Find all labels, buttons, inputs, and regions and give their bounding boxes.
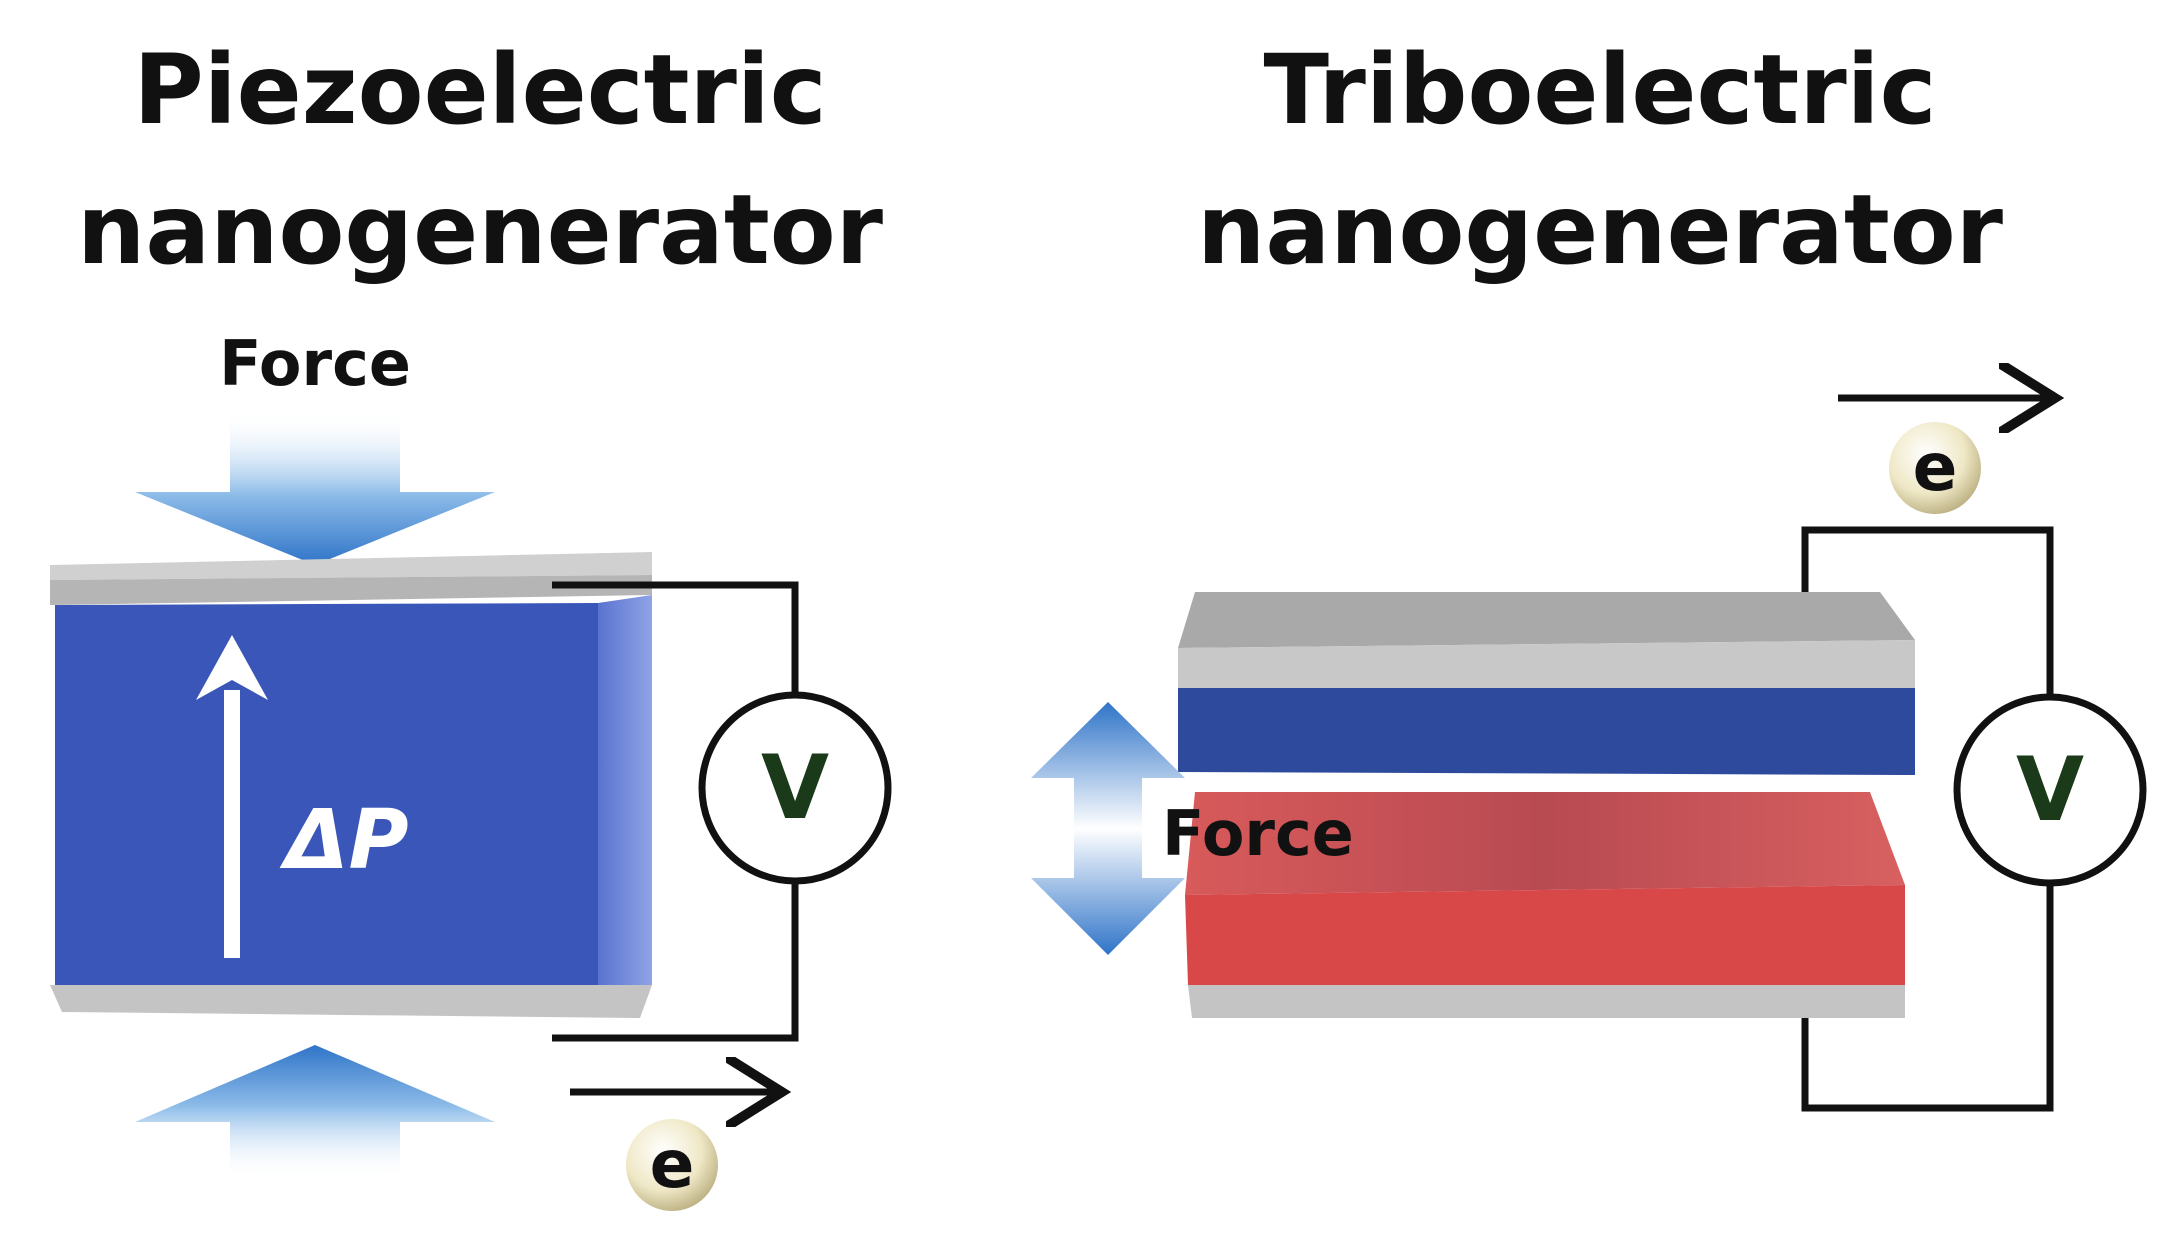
piezo-force-arrow-down bbox=[135, 410, 495, 565]
piezo-body-side bbox=[598, 595, 652, 985]
tribo-title-line2: nanogenerator bbox=[1196, 174, 2003, 286]
tribo-top-electrode-top bbox=[1178, 592, 1915, 648]
tribo-force-double-arrow bbox=[1031, 702, 1185, 955]
piezo-wire bbox=[552, 581, 799, 695]
piezo-force-label: Force bbox=[219, 327, 411, 400]
tribo-title: Triboelectric nanogenerator bbox=[1160, 20, 2040, 300]
piezo-bottom-electrode bbox=[50, 985, 652, 1018]
tribo-top-layer bbox=[1178, 688, 1915, 775]
piezo-body bbox=[55, 603, 598, 985]
piezo-title: Piezoelectric nanogenerator bbox=[40, 20, 920, 300]
piezo-force-arrow-up bbox=[135, 1045, 495, 1180]
piezo-voltmeter-label: V bbox=[761, 736, 829, 839]
tribo-bottom-electrode bbox=[1188, 985, 1905, 1018]
tribo-electron-label: e bbox=[1913, 429, 1958, 506]
tribo-bottom-layer-top bbox=[1185, 792, 1905, 895]
piezo-wire-bottom bbox=[552, 880, 799, 1042]
piezo-electron-bead bbox=[626, 1119, 718, 1211]
tribo-voltmeter-label: V bbox=[2016, 738, 2084, 841]
piezo-electron-label: e bbox=[650, 1126, 695, 1203]
tribo-wire-bottom bbox=[1801, 885, 2054, 1112]
piezo-top-electrode-top bbox=[50, 552, 652, 580]
piezo-title-line1: Piezoelectric bbox=[133, 34, 827, 146]
tribo-bottom-layer bbox=[1185, 885, 1905, 985]
tribo-top-electrode bbox=[1178, 640, 1915, 688]
tribo-title-line1: Triboelectric bbox=[1263, 34, 1937, 146]
piezo-top-electrode bbox=[50, 575, 652, 605]
piezo-title-line2: nanogenerator bbox=[76, 174, 883, 286]
piezo-voltmeter bbox=[698, 691, 892, 885]
tribo-force-label: Force bbox=[1162, 797, 1354, 870]
polarization-label: ΔP bbox=[279, 793, 409, 888]
tribo-wire-top bbox=[1801, 526, 2054, 695]
tribo-electron-bead bbox=[1889, 422, 1981, 514]
tribo-voltmeter bbox=[1953, 693, 2147, 887]
polarization-arrow-head bbox=[196, 635, 268, 700]
